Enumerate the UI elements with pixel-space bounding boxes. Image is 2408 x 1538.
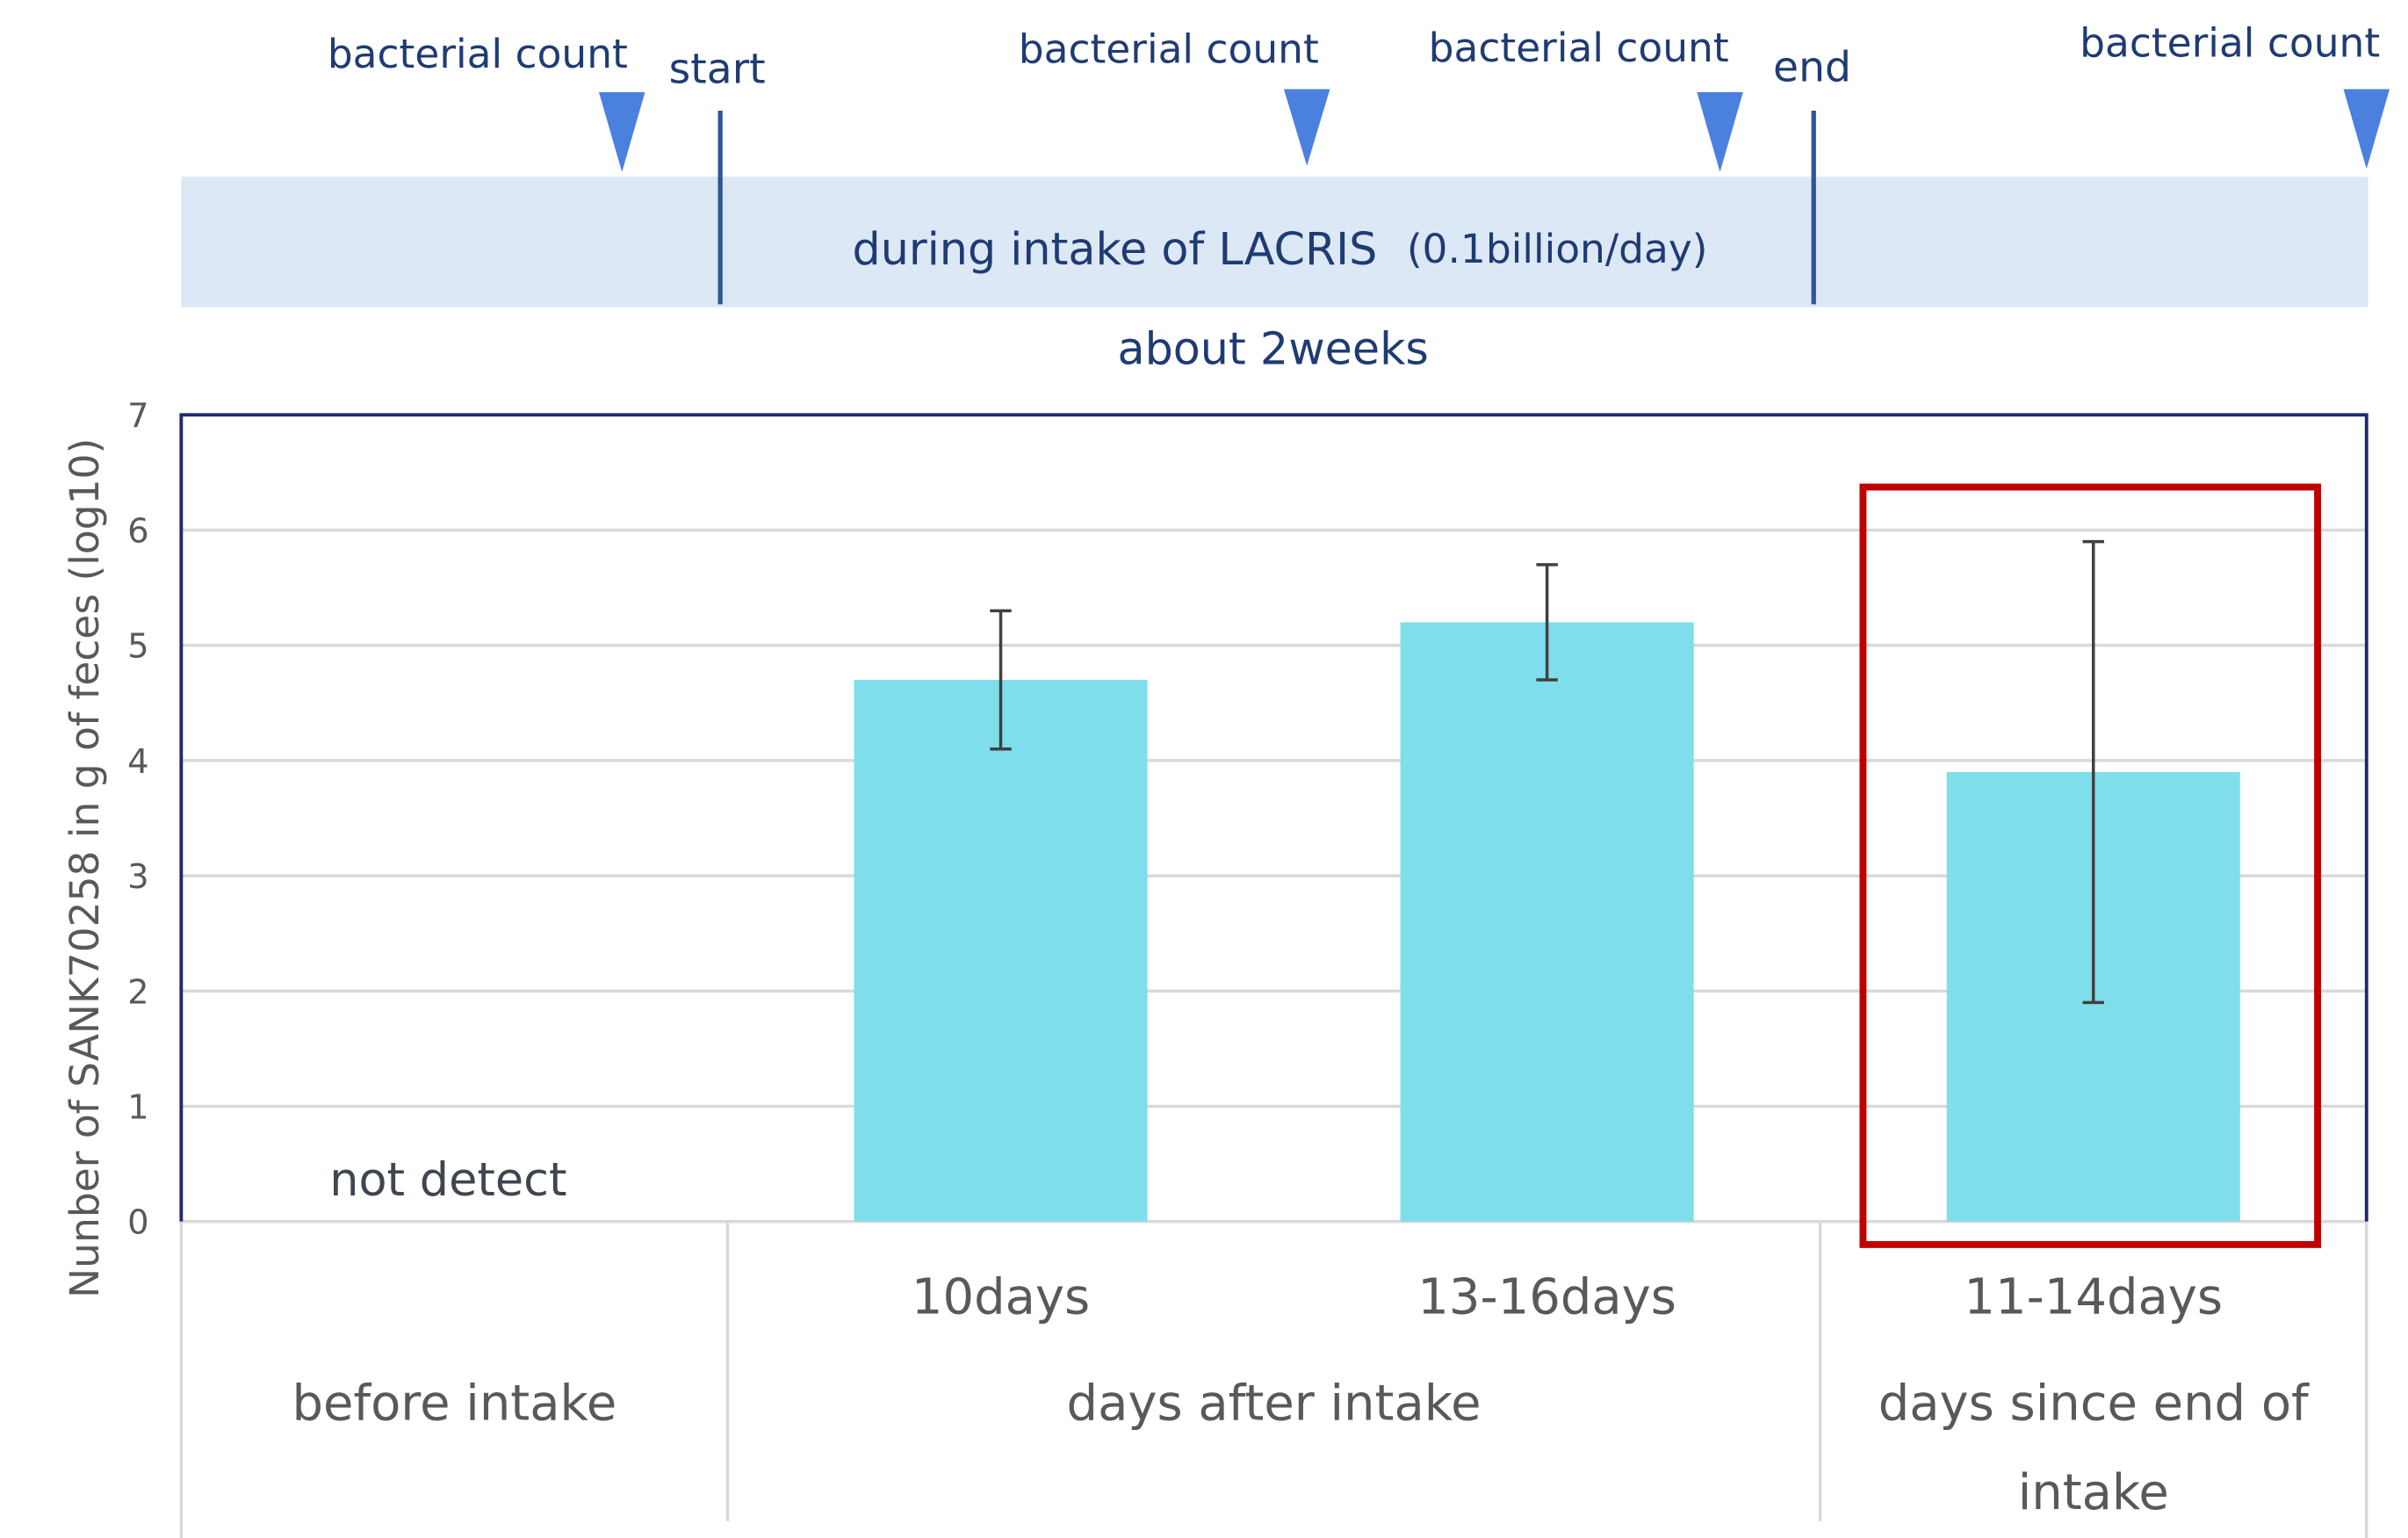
end-label: end	[1773, 44, 1851, 92]
category-labels: not detect 10days 13-16days 11-14days before…	[292, 1153, 2310, 1521]
start-label: start	[669, 45, 766, 93]
y-tick-label: 7	[127, 396, 148, 436]
bacterial-count-label: bacterial count	[1429, 25, 1729, 71]
bacterial-count-label: bacterial count	[1019, 26, 1319, 73]
y-axis-title: Nunber of SANK70258 in g of feces (log10…	[61, 438, 108, 1298]
category-table	[179, 1221, 2368, 1538]
y-tick-label: 3	[127, 857, 148, 897]
highlight-box	[1859, 483, 2321, 1248]
highlight	[1859, 483, 2321, 1248]
error-bars	[990, 539, 2104, 1005]
intake-period-band	[181, 177, 2368, 307]
category-label: 13-16days	[1417, 1269, 1676, 1326]
triangle-down-icon	[2343, 89, 2390, 170]
not-detected-annotation: not detect	[329, 1153, 566, 1207]
plot-frame	[179, 413, 2368, 1222]
triangle-down-icon	[1697, 91, 1743, 172]
intake-period-label: during intake of LACRIS	[853, 223, 1378, 275]
group-label: before intake	[292, 1375, 616, 1432]
y-tick-label: 1	[127, 1087, 148, 1127]
y-tick-label: 4	[127, 742, 148, 782]
intake-timeline: bacterial count start bacterial count ba…	[181, 20, 2390, 375]
bacterial-count-label: bacterial count	[328, 31, 628, 77]
y-tick-label: 2	[127, 972, 148, 1012]
bar	[854, 680, 1148, 1222]
dose-label: (0.1billion/day)	[1407, 226, 1708, 272]
group-label: days since end of	[1878, 1375, 2310, 1432]
y-tick-label: 5	[127, 627, 148, 667]
y-tick-label: 6	[127, 511, 148, 551]
y-tick-label: 0	[127, 1203, 148, 1243]
category-label: 11-14days	[1964, 1269, 2223, 1326]
bars	[854, 622, 2240, 1222]
category-label: 10days	[912, 1269, 1090, 1326]
triangle-down-icon	[599, 91, 645, 172]
group-label: intake	[2018, 1464, 2169, 1521]
triangle-down-icon	[1283, 89, 1330, 166]
group-label: days after intake	[1067, 1375, 1482, 1432]
bar	[1400, 622, 1694, 1222]
duration-label: about 2weeks	[1118, 323, 1429, 375]
y-axis-ticks: 0 1 2 3 4 5 6 7	[127, 396, 148, 1242]
bacterial-count-label: bacterial count	[2080, 20, 2380, 67]
